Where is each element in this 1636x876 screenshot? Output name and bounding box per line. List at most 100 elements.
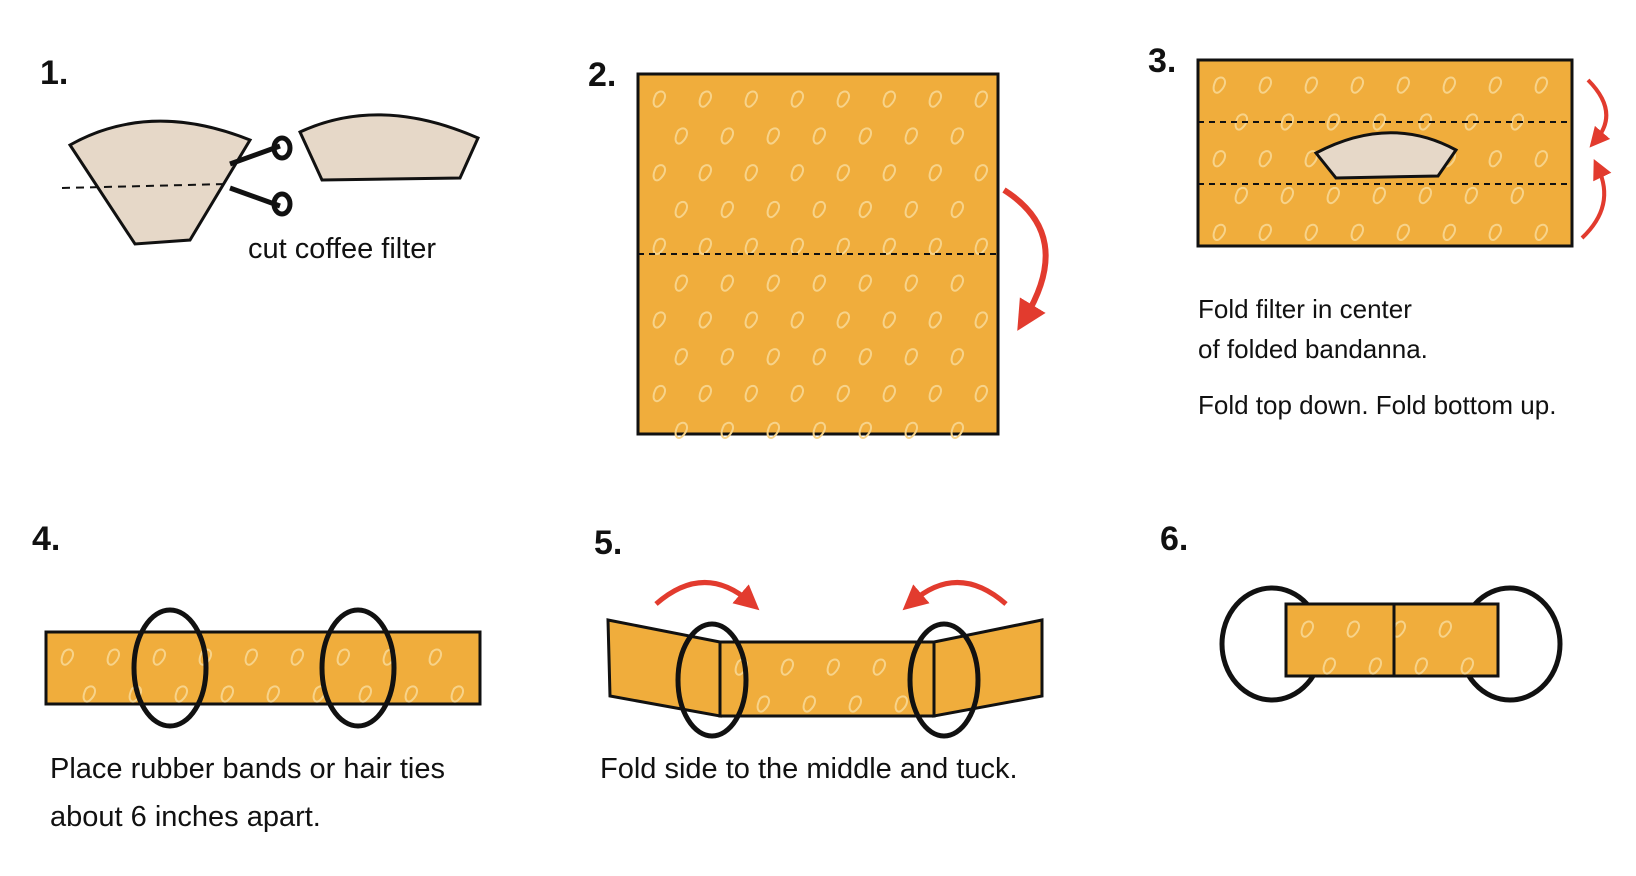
step-3: 3. Fold filter in center of folded banda…	[1148, 42, 1612, 420]
paisley-motif	[950, 421, 965, 439]
coffee-filter-top	[298, 113, 480, 182]
paisley-motif	[1212, 150, 1227, 168]
paisley-motif	[974, 237, 989, 255]
paisley-motif	[1258, 76, 1273, 94]
rubber-band	[907, 621, 981, 739]
paisley-motif	[336, 648, 351, 666]
paisley-motif	[1326, 186, 1341, 205]
fold-arrow-icon	[1580, 158, 1612, 240]
paisley-motif	[812, 200, 827, 219]
paisley-motif	[450, 685, 465, 703]
paisley-motif	[950, 127, 965, 145]
paisley-motif	[652, 237, 667, 255]
paisley-motif	[858, 127, 873, 145]
paisley-motif	[1414, 657, 1429, 675]
paisley-motif	[790, 237, 805, 255]
paisley-motif	[1534, 223, 1549, 241]
paisley-motif	[404, 685, 419, 703]
paisley-motif	[766, 274, 781, 292]
paisley-motif	[1346, 620, 1361, 638]
paisley-motif	[1372, 113, 1387, 131]
paisley-motif	[858, 200, 873, 219]
paisley-motif	[1326, 113, 1341, 131]
paisley-motif	[1442, 223, 1457, 241]
paisley-motif	[82, 685, 97, 703]
paisley-motif	[882, 384, 897, 403]
step-2-number: 2.	[588, 56, 616, 94]
paisley-motif	[974, 90, 989, 108]
paisley-motif	[720, 127, 735, 145]
step-2: 2.	[588, 56, 1049, 439]
paisley-motif	[1510, 113, 1525, 131]
fabric-strip-left-flap	[606, 618, 722, 718]
step-5-number: 5.	[594, 524, 622, 562]
step-3-caption-line-3: Fold top down. Fold bottom up.	[1198, 390, 1556, 420]
paisley-motif	[950, 274, 965, 292]
step-5: 5. Fold side to the middle and tuck.	[594, 524, 1044, 785]
paisley-motif	[1300, 620, 1315, 638]
paisley-motif	[1304, 223, 1319, 241]
paisley-motif	[652, 311, 667, 329]
step-1-caption: cut coffee filter	[248, 233, 436, 265]
paisley-motif	[1396, 223, 1411, 241]
paisley-motif	[790, 90, 805, 108]
paisley-motif	[766, 127, 781, 145]
paisley-motif	[858, 274, 873, 292]
paisley-motif	[698, 237, 713, 255]
fabric-strip-right-flap	[932, 618, 1044, 718]
paisley-motif	[106, 648, 121, 666]
paisley-motif	[744, 237, 759, 255]
paisley-motif	[1418, 186, 1433, 205]
rubber-band	[675, 621, 749, 739]
paisley-motif	[848, 695, 863, 713]
paisley-motif	[720, 348, 735, 366]
paisley-motif	[950, 200, 965, 219]
paisley-motif	[928, 311, 943, 329]
paisley-motif	[928, 384, 943, 403]
fabric-strip	[44, 630, 482, 706]
paisley-motif	[790, 384, 805, 403]
paisley-motif	[836, 90, 851, 108]
paisley-motif	[1234, 113, 1249, 131]
step-6-number: 6.	[1160, 520, 1188, 558]
paisley-motif	[882, 164, 897, 182]
step-6: 6.	[1160, 520, 1563, 703]
paisley-motif	[812, 274, 827, 292]
paisley-motif	[174, 685, 189, 703]
paisley-motif	[674, 274, 689, 292]
paisley-motif	[790, 164, 805, 182]
rubber-band	[319, 607, 397, 729]
scissors-icon	[229, 135, 293, 217]
step-4-number: 4.	[32, 520, 60, 558]
paisley-motif	[974, 164, 989, 182]
fold-arrow-icon	[1586, 78, 1611, 148]
paisley-motif	[1322, 657, 1337, 675]
rubber-band	[131, 607, 209, 729]
paisley-motif	[802, 695, 817, 713]
paisley-motif	[780, 658, 795, 676]
step-3-number: 3.	[1148, 42, 1176, 80]
paisley-motif	[1418, 113, 1433, 131]
step-4-caption-line-1: Place rubber bands or hair ties	[50, 753, 445, 785]
paisley-motif	[674, 200, 689, 219]
paisley-motif	[1396, 76, 1411, 94]
paisley-motif	[904, 348, 919, 366]
fold-arrow-icon	[1002, 187, 1049, 331]
paisley-motif	[894, 695, 909, 713]
step-1: 1. cut coffee filter	[40, 54, 480, 265]
paisley-motif	[904, 421, 919, 439]
paisley-motif	[950, 348, 965, 366]
step-3-caption-line-2: of folded bandanna.	[1198, 334, 1428, 364]
fold-arrow-icon	[654, 580, 760, 611]
paisley-motif	[766, 421, 781, 439]
paisley-motif	[836, 384, 851, 403]
paisley-motif	[720, 421, 735, 439]
paisley-motif	[1372, 186, 1387, 205]
paisley-motif	[812, 348, 827, 366]
paisley-motif	[720, 200, 735, 219]
paisley-motif	[744, 384, 759, 403]
paisley-motif	[744, 311, 759, 329]
paisley-motif	[836, 237, 851, 255]
paisley-motif	[974, 384, 989, 403]
paisley-motif	[652, 164, 667, 182]
